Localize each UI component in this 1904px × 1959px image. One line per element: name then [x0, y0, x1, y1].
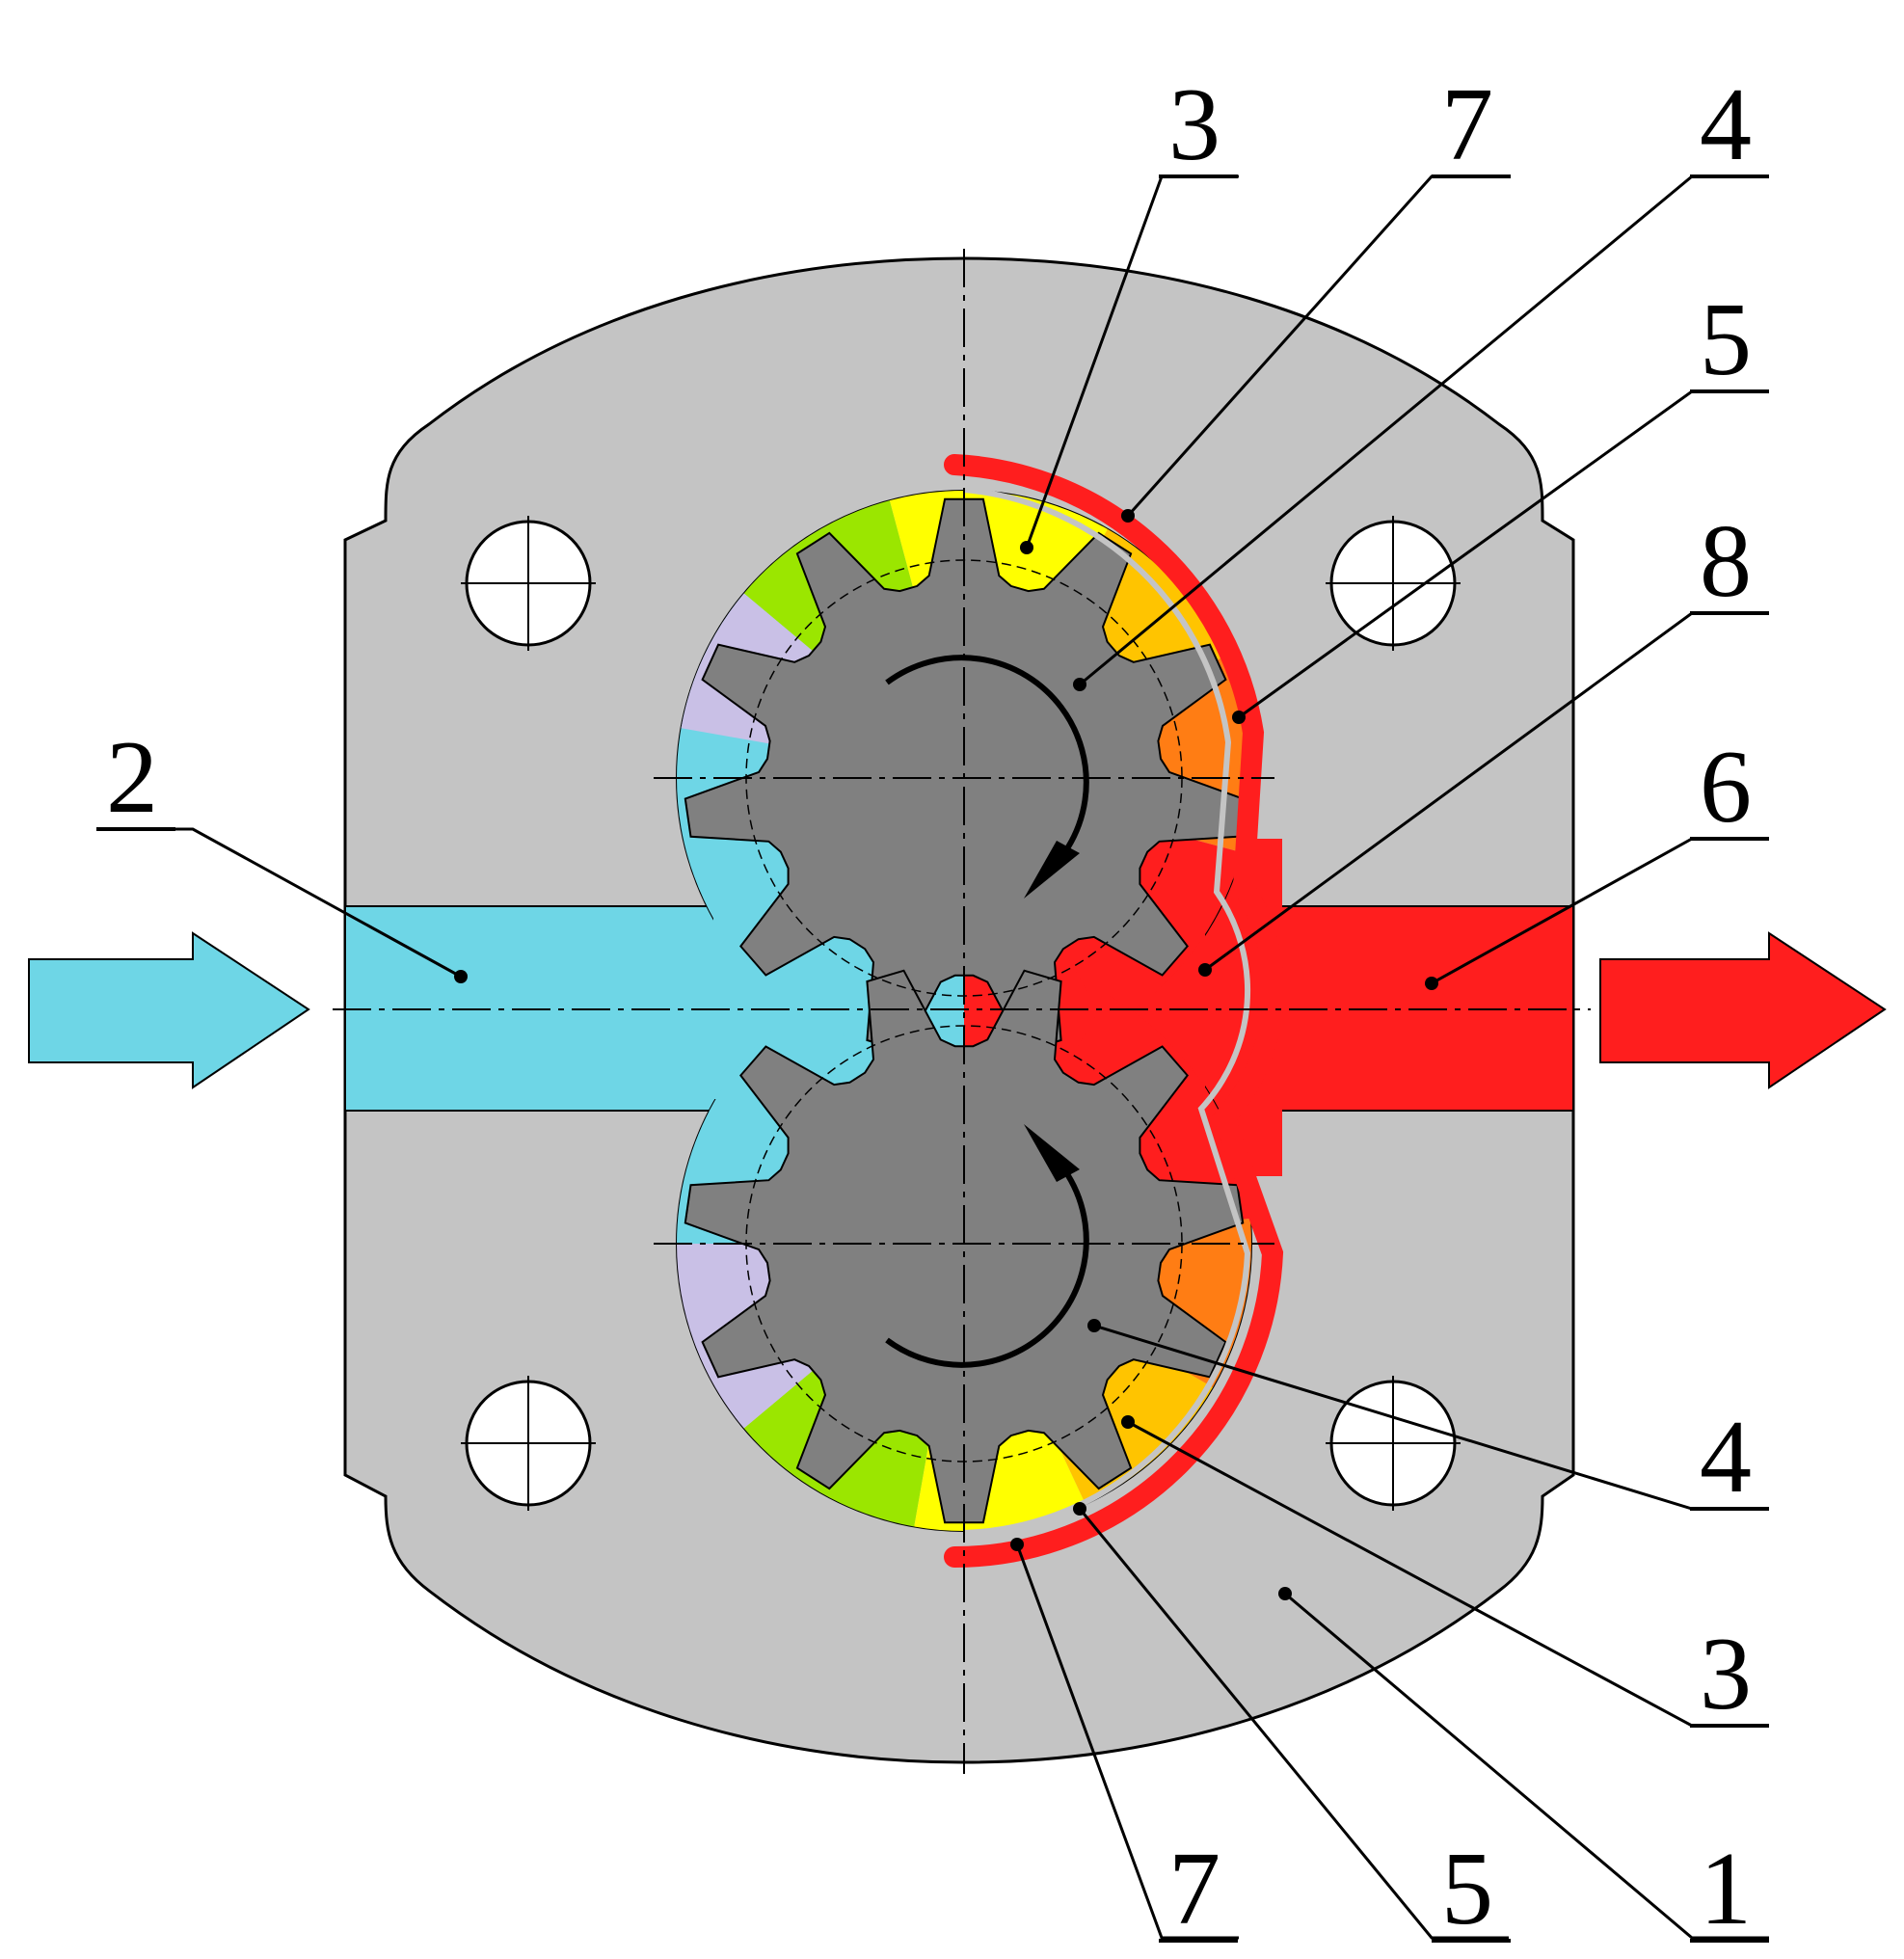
bolt-hole	[461, 516, 596, 651]
callout-right-3: 3	[1700, 1617, 1752, 1731]
clockwise-arrow-icon	[885, 655, 1089, 899]
bolt-hole	[1326, 1376, 1461, 1511]
callout-top-3: 3	[1168, 67, 1220, 182]
callout-right-6: 6	[1700, 730, 1752, 845]
callout-right-5: 5	[1700, 282, 1752, 397]
arrow-right-icon	[1599, 931, 1887, 1089]
callout-bottom-1: 1	[1700, 1832, 1752, 1946]
bolt-hole	[461, 1376, 596, 1511]
callout-right-8: 8	[1700, 504, 1752, 619]
callout-top-7: 7	[1441, 67, 1493, 182]
callout-left-2: 2	[106, 720, 158, 835]
callout-bottom-7: 7	[1168, 1832, 1220, 1946]
leader-dots	[454, 509, 1438, 1600]
seal-groove	[944, 454, 1284, 1569]
counterclockwise-arrow-icon	[885, 1124, 1089, 1368]
seal-groove-gap	[963, 487, 1251, 1536]
callout-right-4: 4	[1700, 1400, 1752, 1515]
callout-top-4: 4	[1700, 67, 1752, 182]
callout-bottom-5: 5	[1441, 1832, 1493, 1946]
bolt-hole	[1326, 516, 1461, 651]
lower-gear	[684, 969, 1245, 1524]
arrow-right-icon	[28, 931, 310, 1089]
